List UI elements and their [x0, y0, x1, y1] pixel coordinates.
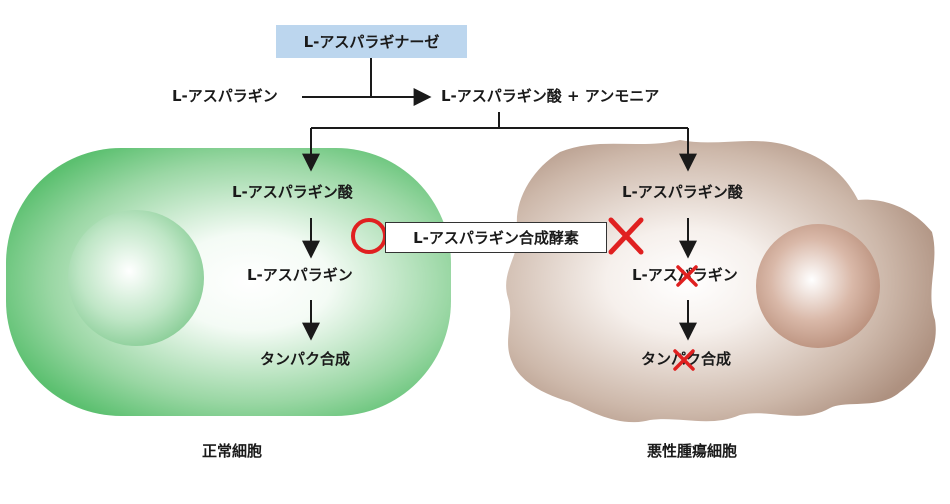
tumor-asparagine-cross-mark [676, 265, 698, 287]
normal-asparagine-label: L-アスパラギン [247, 266, 353, 284]
enzyme-absent-cross-mark [608, 217, 644, 255]
normal-protein-label: タンパク合成 [260, 350, 351, 368]
tumor-cell-body [506, 140, 936, 423]
tumor-protein-cross-mark [673, 349, 695, 371]
enzyme-label-box: L-アスパラギナーゼ [276, 25, 467, 58]
tumor-cell-caption: 悪性腫瘍細胞 [647, 442, 738, 460]
tumor-acid-label: L-アスパラギン酸 [622, 183, 743, 201]
substrate-label: L-アスパラギン [172, 87, 278, 105]
synthetase-label: L-アスパラギン合成酵素 [413, 229, 579, 247]
products-label: L-アスパラギン酸 + アンモニア [441, 87, 660, 105]
normal-cell-caption: 正常細胞 [202, 442, 263, 460]
normal-acid-label: L-アスパラギン酸 [232, 183, 353, 201]
enzyme-label: L-アスパラギナーゼ [303, 33, 440, 51]
synthetase-label-box: L-アスパラギン合成酵素 [385, 222, 607, 253]
tumor-cell-nucleus [756, 224, 880, 348]
normal-cell-nucleus [68, 210, 204, 346]
